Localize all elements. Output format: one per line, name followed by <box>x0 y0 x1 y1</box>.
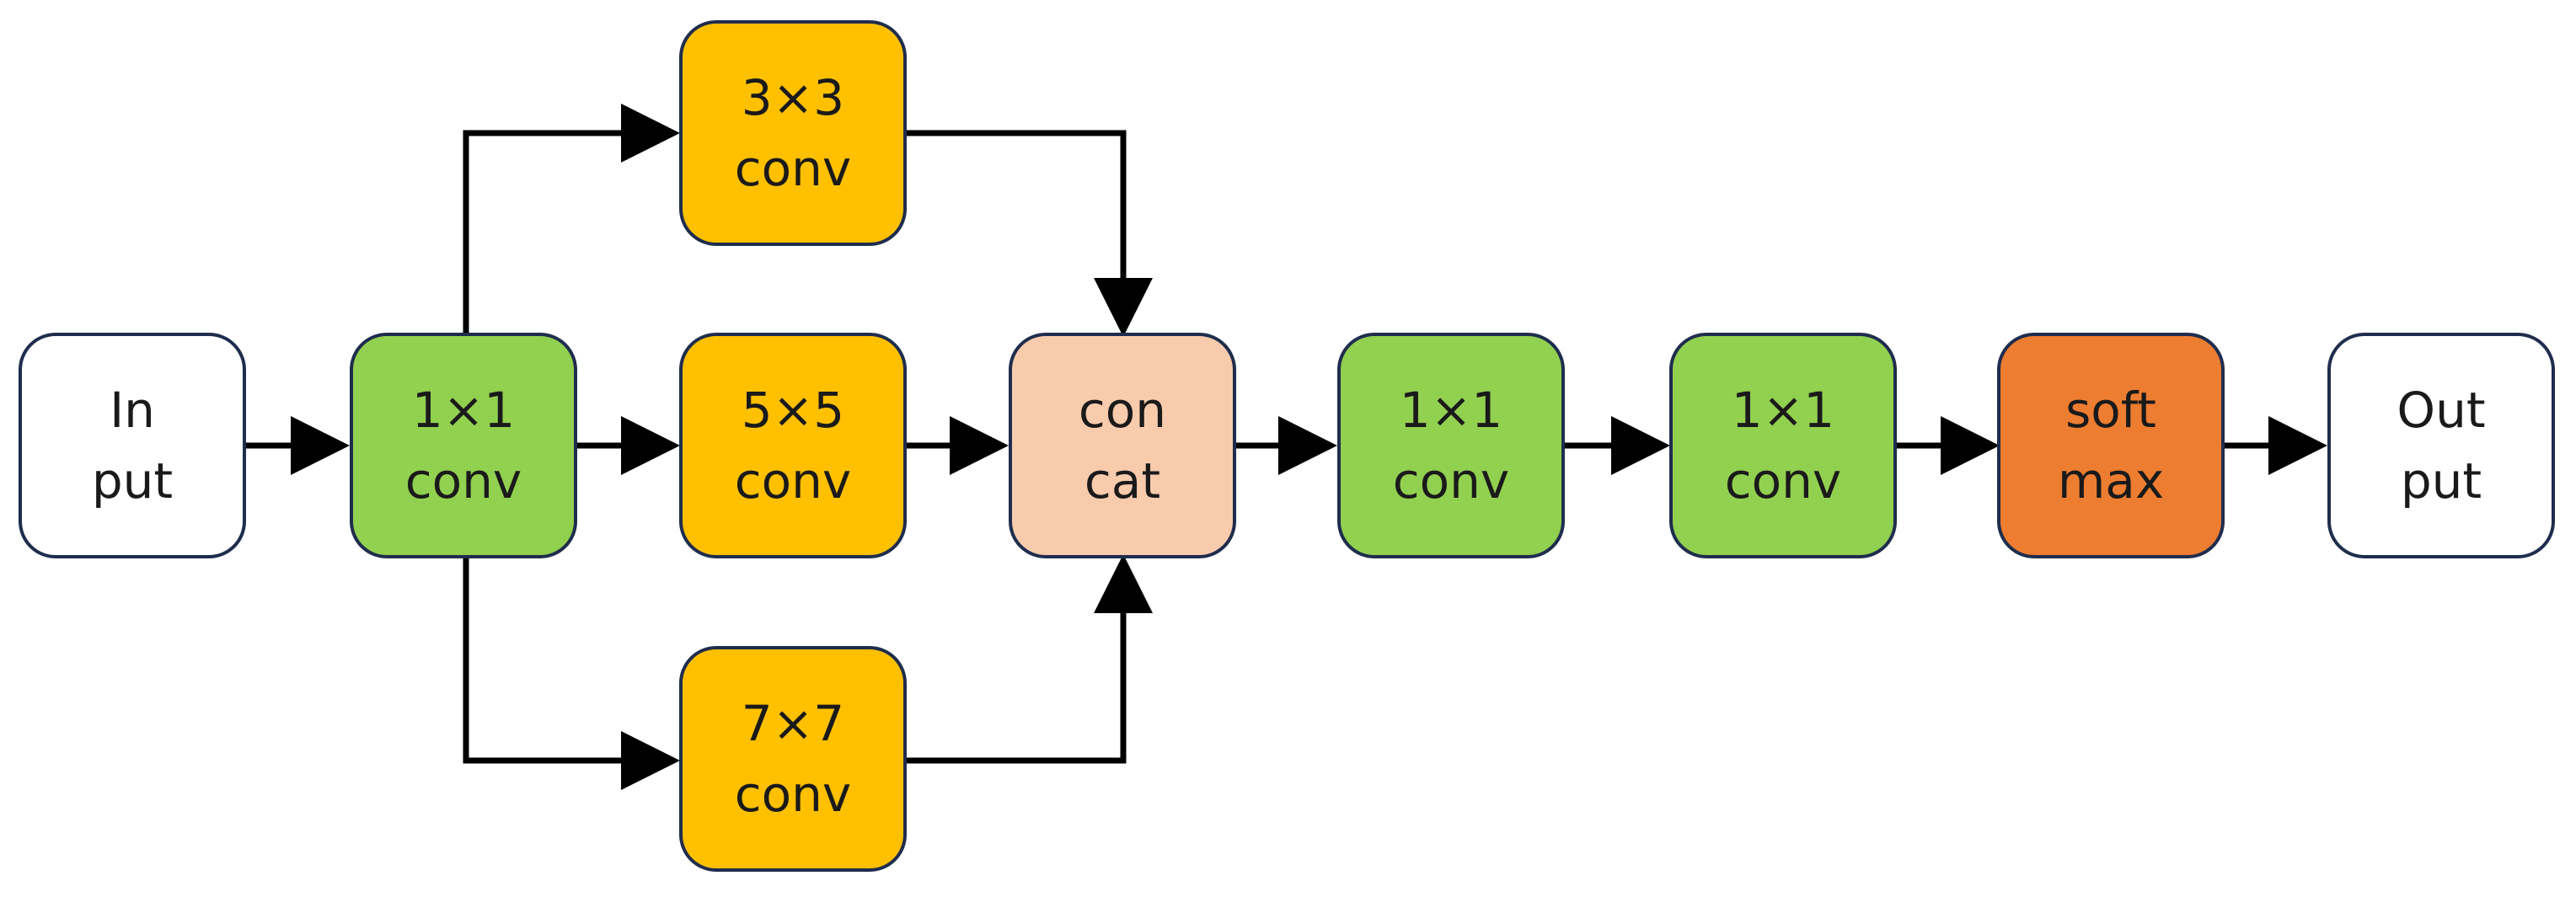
conv1x1-c-node: 1×1 conv <box>1669 333 1897 558</box>
edge-conv7x7-to-concat <box>907 554 1153 764</box>
input-node-line2: put <box>91 452 174 510</box>
conv7x7-line2: conv <box>734 766 852 823</box>
output-node-line2: put <box>2400 452 2482 510</box>
edge-conv1x1-a-to-conv3x3 <box>463 104 680 333</box>
conv1x1-a-line2: conv <box>404 452 522 510</box>
softmax-node: soft max <box>1997 333 2225 558</box>
conv1x1-b-line2: conv <box>1392 452 1510 510</box>
conv1x1-a-line1: 1×1 <box>411 382 516 439</box>
edge-conv3x3-to-concat <box>907 130 1153 337</box>
output-node-line1: Out <box>2397 382 2486 439</box>
conv1x1-c-line1: 1×1 <box>1731 382 1835 439</box>
conv1x1-a-node: 1×1 conv <box>350 333 577 558</box>
concat-line1: con <box>1078 382 1167 439</box>
conv1x1-b-node: 1×1 conv <box>1337 333 1565 558</box>
edge-conv1x1-a-to-conv7x7 <box>463 558 680 790</box>
conv3x3-line1: 3×3 <box>741 69 845 126</box>
concat-node: con cat <box>1009 333 1236 558</box>
conv7x7-line1: 7×7 <box>741 695 845 752</box>
output-node: Out put <box>2327 333 2555 558</box>
concat-line2: cat <box>1084 452 1161 510</box>
conv3x3-line2: conv <box>734 140 852 197</box>
conv5x5-line2: conv <box>734 452 852 510</box>
conv3x3-node: 3×3 conv <box>679 20 907 246</box>
conv1x1-b-line1: 1×1 <box>1399 382 1503 439</box>
input-node: In put <box>19 333 246 558</box>
conv1x1-c-line2: conv <box>1724 452 1842 510</box>
conv5x5-node: 5×5 conv <box>679 333 907 558</box>
input-node-line1: In <box>110 382 155 439</box>
softmax-line1: soft <box>2065 382 2156 439</box>
conv5x5-line1: 5×5 <box>741 382 845 439</box>
softmax-line2: max <box>2057 452 2165 510</box>
conv7x7-node: 7×7 conv <box>679 646 907 872</box>
